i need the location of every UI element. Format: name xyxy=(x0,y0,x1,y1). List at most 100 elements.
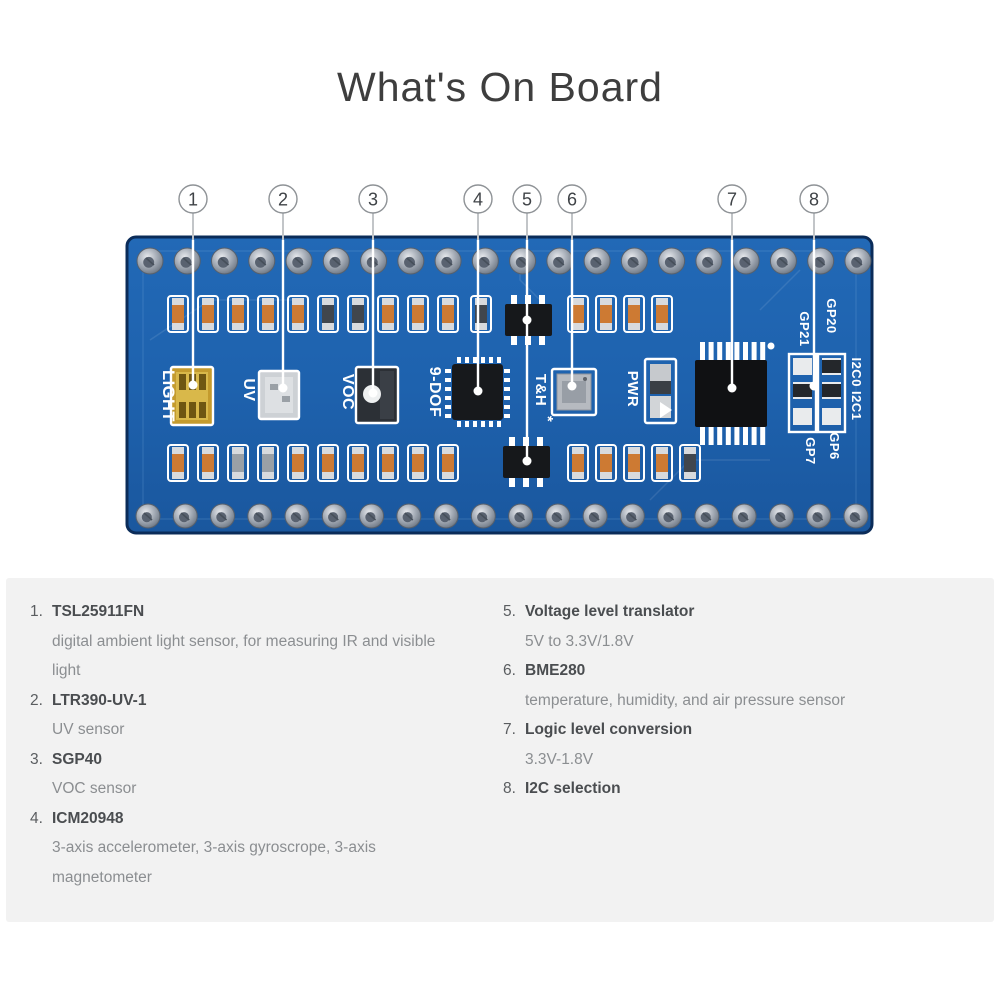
pwr-component: PWR xyxy=(624,357,678,425)
legend-panel: 1.TSL25911FN digital ambient light senso… xyxy=(6,578,994,922)
pin-hole-center xyxy=(702,256,714,268)
gp6-label: GP6 xyxy=(827,432,842,460)
smd-component xyxy=(257,444,279,482)
pin-slot xyxy=(667,257,677,266)
pin-slot xyxy=(704,257,714,266)
callout-number: 5 xyxy=(522,190,532,210)
smd-body xyxy=(442,454,454,472)
smd-silk xyxy=(407,444,429,482)
smd-silk xyxy=(197,295,219,333)
smd-silk xyxy=(567,295,589,333)
pin-slot xyxy=(441,512,451,521)
pin-hole-center xyxy=(328,512,339,523)
gp21-label: GP21 xyxy=(797,311,812,346)
pin-slot xyxy=(627,512,637,521)
pin-slot xyxy=(702,512,712,521)
smd-silk xyxy=(651,444,673,482)
smd-body xyxy=(442,305,454,323)
smd-cap xyxy=(232,447,244,454)
chip-pin xyxy=(743,426,748,445)
chip-pin xyxy=(725,342,731,361)
item-desc: 3.3V-1.8V xyxy=(525,750,594,768)
callout-circle xyxy=(463,184,493,214)
pin-slot xyxy=(329,512,339,521)
voc-label: VOC xyxy=(339,374,356,410)
callout-circle xyxy=(557,184,587,214)
item-desc: 3-axis accelerometer, 3-axis gyroscrope,… xyxy=(52,839,376,886)
callout-circle xyxy=(178,184,208,214)
smd-body xyxy=(382,305,394,323)
pin-rows xyxy=(135,247,872,529)
leader-dot xyxy=(727,383,737,393)
smd-body xyxy=(684,454,696,472)
i2c-jumper-block: GP21 GP20 I2C0 I2C1 GP7 GP6 xyxy=(787,298,864,465)
smd-silk xyxy=(377,444,399,482)
chip-pin xyxy=(700,426,705,445)
smd-body xyxy=(352,305,364,323)
legend-item-5: 5.Voltage level translator 5V to 3.3V/1.… xyxy=(503,597,984,656)
pin-slot xyxy=(776,512,786,521)
smd-silk xyxy=(227,444,249,482)
smd-cap xyxy=(628,472,640,479)
pin-hole-center xyxy=(626,512,637,523)
pcb-silk-boundary xyxy=(142,250,857,520)
smd-silk xyxy=(167,295,189,333)
smd-cap xyxy=(262,323,274,330)
pin-hole-center xyxy=(143,256,155,268)
pin-hole-center xyxy=(477,512,488,523)
leader-dot xyxy=(809,381,819,391)
smd-cap xyxy=(628,298,640,305)
chip-pin xyxy=(734,426,740,445)
pin-slot xyxy=(180,512,190,521)
smd-cap xyxy=(172,447,184,454)
pin-slot xyxy=(331,257,341,266)
chip-pin xyxy=(708,342,714,361)
pin-slot xyxy=(182,257,192,266)
pin-hole-center xyxy=(700,512,711,523)
smd-cap xyxy=(412,447,424,454)
legend-column-left: 1.TSL25911FN digital ambient light senso… xyxy=(30,597,503,922)
pin-slot xyxy=(367,512,377,521)
pin-hole-center xyxy=(290,512,301,523)
legend-item-2: 2.LTR390-UV-1 UV sensor xyxy=(30,686,503,745)
smd-cap xyxy=(442,323,454,330)
light-sensor-chip: LIGHT xyxy=(159,365,215,427)
smd-silk xyxy=(347,444,369,482)
smd-cap xyxy=(202,472,214,479)
smd-cap xyxy=(232,472,244,479)
pin-slot xyxy=(257,257,267,266)
smd-component xyxy=(437,444,459,482)
smd-silk xyxy=(317,444,339,482)
smd-component xyxy=(567,444,589,482)
callout-5: 5 xyxy=(512,184,542,466)
pin-slot xyxy=(406,257,416,266)
smd-cap xyxy=(202,447,214,454)
smd-body xyxy=(172,305,184,323)
smd-cap xyxy=(262,447,274,454)
pin-hole-center xyxy=(664,256,676,268)
smd-body xyxy=(572,305,584,323)
smd-body xyxy=(292,305,304,323)
pin-hole-center xyxy=(292,256,304,268)
pin-hole-center xyxy=(663,512,674,523)
smd-component xyxy=(567,295,589,333)
smd-component xyxy=(347,444,369,482)
smd-body xyxy=(412,454,424,472)
chip-pin xyxy=(734,342,740,361)
smd-silk xyxy=(257,295,279,333)
pin-hole-center xyxy=(739,256,751,268)
item-desc: UV sensor xyxy=(52,721,125,738)
callout-8: 8 xyxy=(799,184,829,391)
pin-hole-center xyxy=(179,512,190,523)
leader-dot xyxy=(473,386,483,396)
smd-cap xyxy=(442,472,454,479)
smd-silk xyxy=(257,444,279,482)
pin-hole-center xyxy=(441,256,453,268)
board-diagram: LIGHT UV VOC 9-DOF xyxy=(125,184,874,535)
smd-body xyxy=(172,454,184,472)
pin-slot xyxy=(217,512,228,521)
item-name: Logic level conversion xyxy=(525,721,693,738)
smd-body xyxy=(600,305,612,323)
smd-cap xyxy=(262,472,274,479)
